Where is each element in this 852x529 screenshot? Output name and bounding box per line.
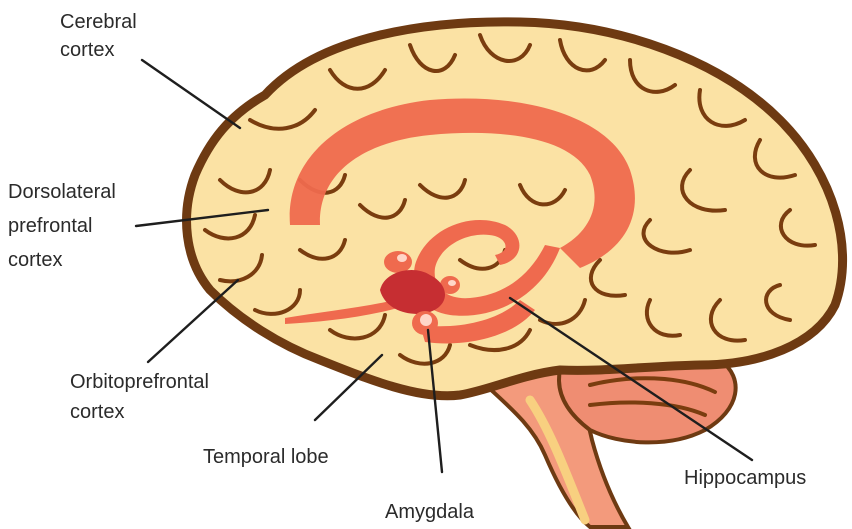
leader-cerebral-cortex (142, 60, 240, 128)
label-temporal-lobe: Temporal lobe (203, 446, 329, 468)
label-orbitoprefrontal-line-2: cortex (70, 401, 124, 423)
thalamus-node-left (384, 251, 412, 273)
leader-orbitoprefrontal-cortex (148, 280, 238, 362)
label-cerebral-cortex-line-2: cortex (60, 39, 114, 61)
cerebral-cortex (187, 22, 843, 396)
label-amygdala-line-1: Amygdala (385, 501, 475, 523)
label-dorsolateral-line-1: Dorsolateral (8, 181, 116, 203)
amygdala-highlight (420, 314, 432, 326)
thalamus-highlight-left (397, 254, 407, 262)
label-dorsolateral-line-3: cortex (8, 249, 62, 271)
mammillary-highlight (448, 280, 456, 286)
label-hippocampus: Hippocampus (684, 467, 806, 489)
label-dorsolateral-prefrontal-cortex: Dorsolateral prefrontal cortex (8, 181, 121, 271)
label-temporal-lobe-line-1: Temporal lobe (203, 446, 329, 468)
label-cerebral-cortex-line-1: Cerebral (60, 11, 137, 33)
label-orbitoprefrontal-line-1: Orbitoprefrontal (70, 371, 209, 393)
label-hippocampus-line-1: Hippocampus (684, 467, 806, 489)
label-cerebral-cortex: Cerebral cortex (60, 11, 142, 61)
label-dorsolateral-line-2: prefrontal (8, 215, 93, 237)
label-orbitoprefrontal-cortex: Orbitoprefrontal cortex (70, 371, 215, 423)
label-amygdala: Amygdala (385, 501, 475, 523)
